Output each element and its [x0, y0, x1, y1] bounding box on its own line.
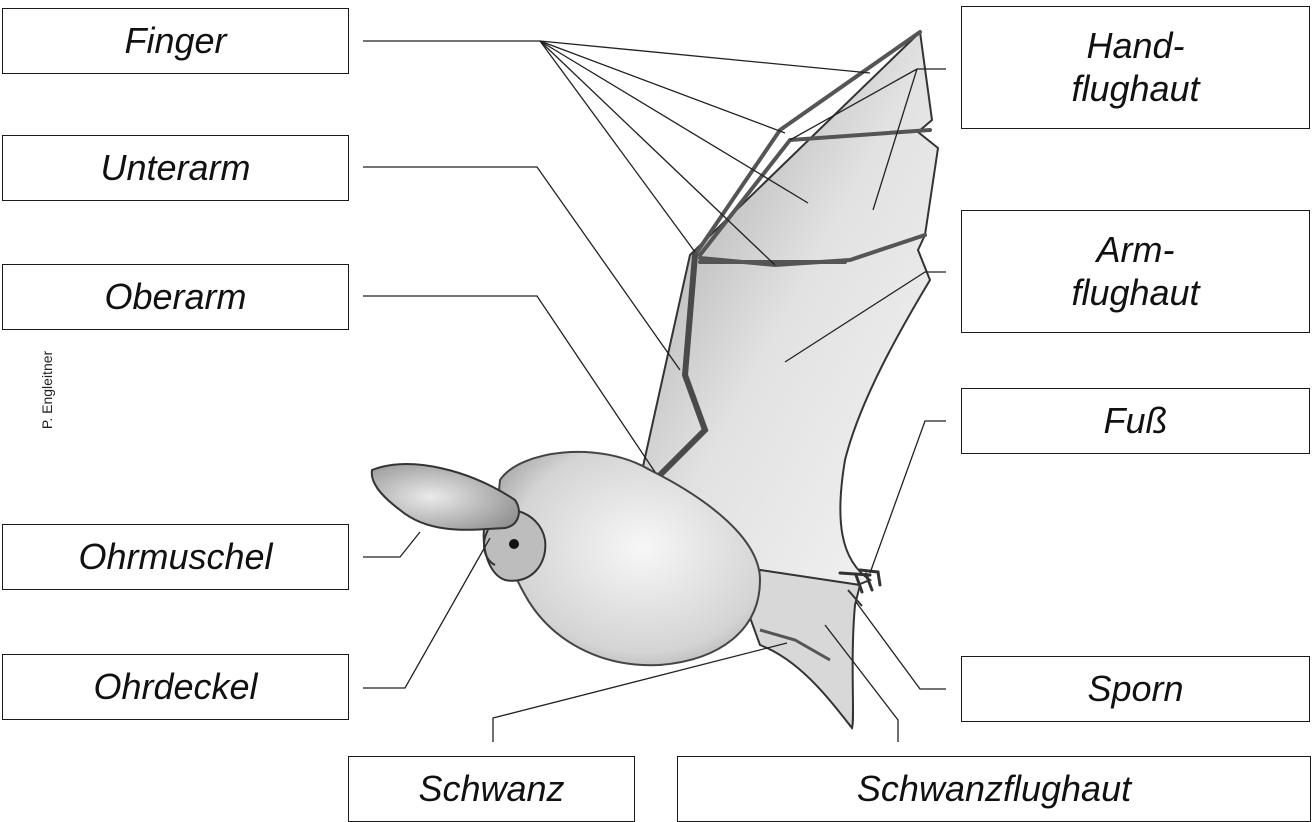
label-ohrdeckel: Ohrdeckel [2, 654, 349, 720]
label-schwanzflughaut-text: Schwanzflughaut [857, 768, 1131, 810]
label-schwanzflughaut: Schwanzflughaut [677, 756, 1311, 822]
label-handflughaut-line1: Hand- [1086, 25, 1184, 67]
label-fuss: Fuß [961, 388, 1310, 454]
label-finger-text: Finger [124, 20, 226, 62]
label-handflughaut-line2: flughaut [1071, 68, 1199, 110]
label-armflughaut-line2: flughaut [1071, 272, 1199, 314]
label-ohrmuschel: Ohrmuschel [2, 524, 349, 590]
label-armflughaut-line1: Arm- [1097, 229, 1175, 271]
label-sporn-text: Sporn [1087, 668, 1183, 710]
label-unterarm-text: Unterarm [100, 147, 250, 189]
label-finger: Finger [2, 8, 349, 74]
label-handflughaut: Hand- flughaut [961, 6, 1310, 129]
label-sporn: Sporn [961, 656, 1310, 722]
bat-ear [372, 464, 519, 530]
artist-credit: P. Engleitner [39, 351, 55, 429]
label-unterarm: Unterarm [2, 135, 349, 201]
label-oberarm-text: Oberarm [104, 276, 246, 318]
label-schwanz-text: Schwanz [418, 768, 564, 810]
label-ohrdeckel-text: Ohrdeckel [93, 666, 257, 708]
label-fuss-text: Fuß [1103, 400, 1167, 442]
label-ohrmuschel-text: Ohrmuschel [78, 536, 272, 578]
label-armflughaut: Arm- flughaut [961, 210, 1310, 333]
label-schwanz: Schwanz [348, 756, 635, 822]
bat-eye [509, 539, 519, 549]
label-oberarm: Oberarm [2, 264, 349, 330]
